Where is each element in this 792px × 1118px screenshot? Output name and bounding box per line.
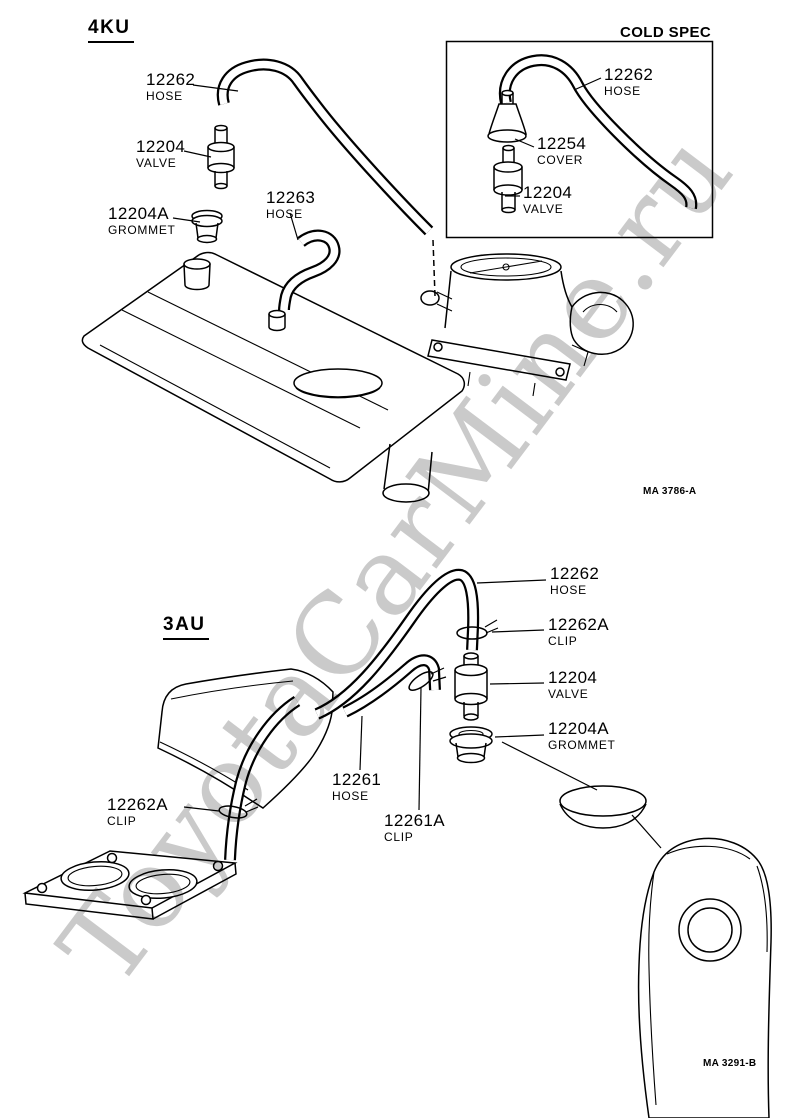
part-number: 12204A [108, 204, 170, 223]
part-number: 12262 [604, 65, 654, 84]
variant-label-4ku: 4KU [88, 17, 134, 43]
cold-spec-inset [445, 40, 714, 239]
filler-neck [383, 443, 433, 495]
carburetor [420, 253, 634, 397]
grommet-12204a-bottom [449, 726, 493, 764]
assembly-dashed-line [432, 239, 436, 297]
carb-flange [427, 339, 571, 381]
part-number: 12262A [548, 615, 610, 634]
valve-cover-4ku [81, 251, 466, 503]
label-valve-12204-cold: 12204 VALVE [523, 184, 572, 215]
label-grommet-12204a-top: 12204A GROMMET [108, 205, 176, 236]
leader-lines [172, 77, 662, 849]
cover-bolt [268, 309, 286, 319]
part-number: 12262 [146, 70, 196, 89]
label-hose-12262-cold: 12262 HOSE [604, 66, 653, 97]
part-number: 12263 [266, 188, 316, 207]
clip-12262a-on-hose [456, 619, 499, 640]
clip-12262a-left-on-hose [218, 798, 259, 819]
label-valve-12204-top: 12204 VALVE [136, 138, 185, 169]
clip-12261a-on-hose [408, 667, 447, 691]
part-number: 12262A [107, 795, 169, 814]
part-number: 12261A [384, 811, 446, 830]
label-valve-12204-bottom: 12204 VALVE [548, 669, 597, 700]
oil-cap [293, 368, 383, 398]
engine-block [637, 837, 772, 1118]
figure-code-bottom: MA 3291-B [703, 1058, 757, 1069]
label-clip-12261a: 12261A CLIP [384, 812, 445, 843]
part-number: 12262 [550, 564, 600, 583]
hose-12262-cold [498, 54, 698, 210]
part-number: 12254 [537, 134, 587, 153]
part-desc: HOSE [550, 583, 587, 597]
part-desc: HOSE [146, 89, 183, 103]
part-number: 12261 [332, 770, 382, 789]
grommet-12204a-top [191, 209, 223, 244]
part-desc: CLIP [107, 814, 137, 828]
breather-port [183, 258, 211, 270]
part-desc: VALVE [523, 202, 564, 216]
label-hose-12261: 12261 HOSE [332, 771, 381, 802]
carb-inlet-fitting [420, 290, 440, 306]
part-number: 12204 [523, 183, 573, 202]
hose-to-spacer [224, 695, 301, 861]
part-desc: CLIP [384, 830, 414, 844]
hose-12263 [278, 229, 341, 311]
part-desc: GROMMET [108, 223, 176, 237]
label-hose-12262-top: 12262 HOSE [146, 71, 195, 102]
hose-12261 [342, 654, 441, 718]
part-desc: VALVE [548, 687, 589, 701]
part-desc: GROMMET [548, 738, 616, 752]
part-desc: HOSE [332, 789, 369, 803]
part-desc: HOSE [266, 207, 303, 221]
variant-label-3au: 3AU [163, 614, 209, 640]
pcv-valve-12204-bottom [454, 652, 488, 721]
label-clip-12262a-left: 12262A CLIP [107, 796, 168, 827]
label-clip-12262a-right: 12262A CLIP [548, 616, 609, 647]
filler-cap [559, 785, 647, 829]
cold-spec-border [445, 40, 714, 239]
label-hose-12262-bottom: 12262 HOSE [550, 565, 599, 596]
valve-12204-cold [493, 144, 523, 214]
part-desc: CLIP [548, 634, 578, 648]
part-desc: HOSE [604, 84, 641, 98]
label-grommet-12204a-bottom: 12204A GROMMET [548, 720, 616, 751]
part-number: 12204 [136, 137, 186, 156]
cold-spec-title: COLD SPEC [620, 24, 712, 41]
carb-spacer-gasket [22, 850, 238, 920]
figure-code-top: MA 3786-A [643, 486, 697, 497]
part-desc: VALVE [136, 156, 177, 170]
pcv-valve-12204-top [207, 124, 235, 190]
part-desc: COVER [537, 153, 584, 167]
label-cover-12254: 12254 COVER [537, 135, 586, 166]
part-number: 12204 [548, 668, 598, 687]
label-hose-12263: 12263 HOSE [266, 189, 315, 220]
part-number: 12204A [548, 719, 610, 738]
hose-12262-top [216, 58, 434, 236]
hose-12262-bottom [314, 568, 480, 720]
